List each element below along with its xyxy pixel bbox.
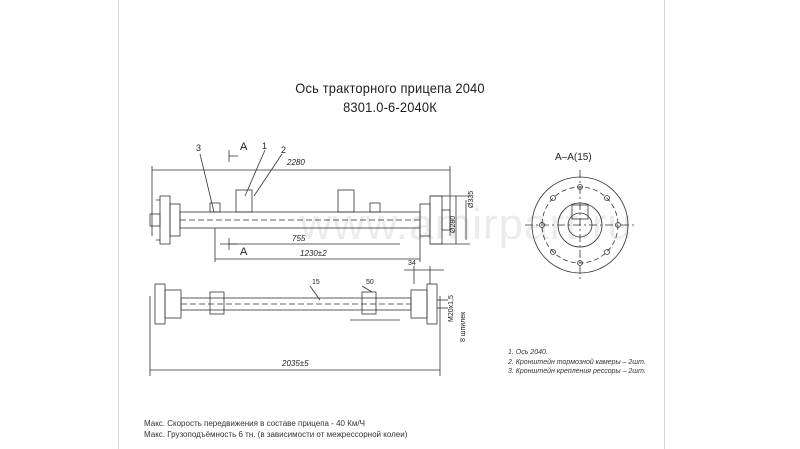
title-line-1: Ось тракторного прицепа 2040 bbox=[295, 80, 485, 96]
dim-studs: 8 шпилек bbox=[460, 311, 467, 342]
right-frame-line bbox=[664, 0, 665, 449]
section-label: А–А(15) bbox=[555, 152, 592, 163]
spring-bracket-right bbox=[337, 189, 355, 213]
axle-beam-bottom bbox=[180, 297, 412, 311]
dim-1230: 1230±2 bbox=[300, 249, 327, 258]
footer-capacity: Макс. Грузоподъёмность 6 тн. (в зависимо… bbox=[144, 430, 408, 439]
dim-overall-top: 2280 bbox=[287, 158, 305, 167]
parts-notes: 1. Ось 2040. 2. Кронштейн тормозной каме… bbox=[508, 348, 646, 377]
callout-1: 1 bbox=[262, 141, 268, 151]
dim-bolt: Ø280 bbox=[450, 215, 457, 233]
title-line-2: 8301.0-6-2040К bbox=[343, 99, 437, 115]
right-hub bbox=[419, 203, 431, 237]
callout-2: 2 bbox=[281, 145, 287, 155]
right-hub-bottom bbox=[410, 289, 428, 319]
dim-pcd: Ø335 bbox=[468, 190, 475, 208]
left-frame-line bbox=[118, 0, 119, 449]
left-hub bbox=[159, 195, 171, 245]
callout-3: 3 bbox=[196, 143, 202, 153]
left-hub-bottom bbox=[154, 283, 166, 325]
dim-thread: М20х1,5 bbox=[448, 295, 455, 322]
dim-50: 50 bbox=[366, 279, 374, 286]
section-mark-bottom: А bbox=[240, 246, 248, 258]
section-mark-top: А bbox=[240, 141, 248, 153]
dim-15: 15 bbox=[312, 279, 320, 286]
footer-speed: Макс. Скорость передвижения в составе пр… bbox=[144, 419, 365, 428]
dim-34: 34 bbox=[408, 260, 416, 267]
note-2: 2. Кронштейн тормозной камеры – 2шт. bbox=[508, 358, 646, 366]
dim-overall-bottom: 2035±5 bbox=[282, 359, 309, 368]
note-3: 3. Кронштейн крепления рессоры – 2шт. bbox=[508, 368, 646, 375]
note-1: 1. Ось 2040. bbox=[508, 349, 548, 356]
dim-755: 755 bbox=[292, 234, 306, 243]
spring-bracket-left bbox=[235, 189, 253, 213]
